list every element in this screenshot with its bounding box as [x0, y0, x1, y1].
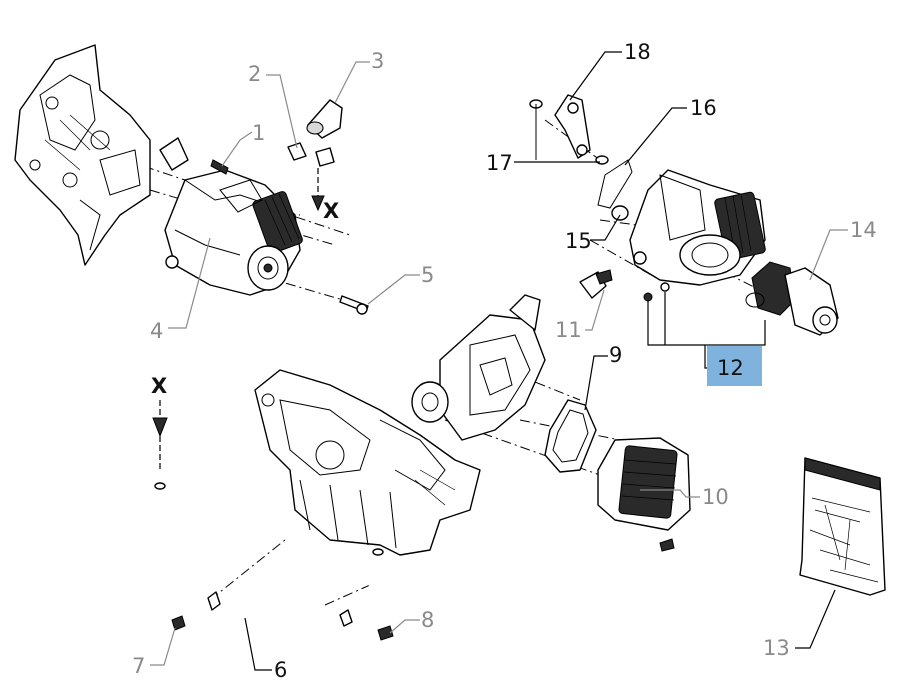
callout-5: 5 [421, 263, 434, 287]
part-9-gasket [544, 399, 597, 473]
callout-16: 16 [690, 96, 717, 120]
part-8-bolt [377, 625, 394, 641]
callout-6: 6 [274, 658, 287, 682]
part-15-oring [611, 205, 629, 221]
assembly-guide-lines [124, 119, 761, 606]
part-18-bracket [554, 94, 591, 159]
leader-lines [150, 51, 848, 671]
part-5-bolt [339, 295, 369, 315]
x-marker-upper: X [323, 199, 339, 223]
callout-14: 14 [850, 218, 877, 242]
callout-15: 15 [565, 229, 592, 253]
part-6-pipe [154, 482, 384, 643]
oil-filter-housing-upper [629, 169, 766, 286]
part-11-sender [579, 269, 613, 299]
callout-4: 4 [150, 319, 163, 343]
part-16-gasket [597, 159, 633, 209]
callout-13: 13 [763, 636, 790, 660]
callout-12-highlight [707, 346, 762, 386]
part-7-bolt [171, 615, 186, 631]
part-14-filter-cap [751, 261, 839, 336]
x-arrow-lower [152, 400, 168, 470]
oil-cooler-module [411, 294, 546, 441]
engine-block-center [254, 369, 481, 556]
callout-17: 17 [486, 151, 513, 175]
part-4-housing [159, 137, 303, 296]
callout-3: 3 [371, 49, 384, 73]
part-13-bag [799, 457, 886, 596]
callout-9: 9 [609, 343, 622, 367]
callouts: 1 2 3 4 5 6 7 8 9 10 11 12 13 14 15 16 1… [132, 40, 877, 682]
callout-1: 1 [252, 121, 265, 145]
callout-18: 18 [624, 40, 651, 64]
engine-block-top-left [14, 44, 151, 266]
callout-8: 8 [421, 608, 434, 632]
part-3-sensor [306, 99, 343, 167]
x-arrow-upper [311, 168, 325, 212]
part-10-oil-cooler [597, 437, 691, 552]
callout-2: 2 [248, 62, 261, 86]
callout-10: 10 [702, 485, 729, 509]
callout-7: 7 [132, 654, 145, 678]
callout-11: 11 [555, 318, 582, 342]
part-12-small-parts [643, 282, 765, 308]
x-marker-lower: X [151, 374, 167, 398]
callout-12: 12 [717, 356, 744, 380]
